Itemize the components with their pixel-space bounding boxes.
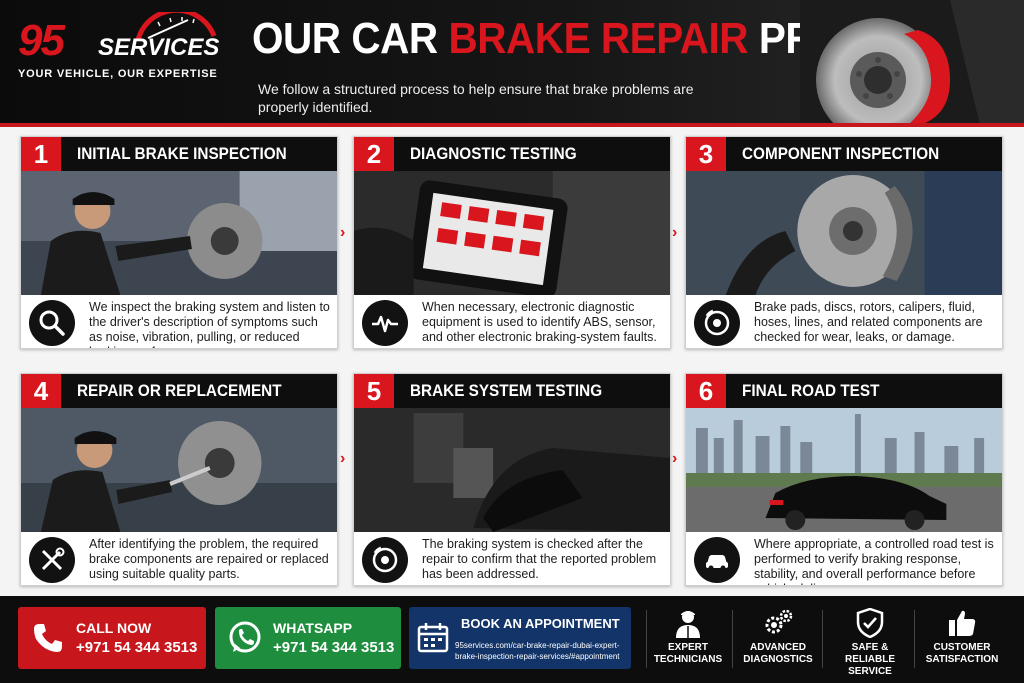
gears-icon	[765, 609, 793, 634]
car-road-test-image	[686, 408, 1002, 532]
calendar-icon	[417, 623, 449, 653]
step-description: Brake pads, discs, rotors, calipers, flu…	[754, 300, 983, 344]
step-title: DIAGNOSTIC TESTING	[410, 144, 577, 163]
step-card-5: 5 BRAKE SYSTEM TESTING The braking syste…	[353, 373, 671, 586]
call-number: +971 54 344 3513	[76, 639, 198, 656]
step-description: The braking system is checked after the …	[422, 537, 657, 581]
step-card-4: 4 REPAIR OR REPLACEMENT After identifyin…	[20, 373, 338, 586]
footer: CALL NOW +971 54 344 3513 WHATSAPP +971 …	[0, 596, 1024, 683]
magnifier-icon	[29, 300, 75, 346]
step-description: We inspect the braking system and listen…	[89, 300, 330, 348]
shield-check-icon	[856, 608, 884, 638]
car-icon	[694, 537, 740, 583]
whatsapp-icon	[229, 621, 261, 653]
step-number: 2	[354, 137, 394, 171]
step-number: 6	[686, 374, 726, 408]
brake-pedal-test-image	[354, 408, 670, 532]
step-title: COMPONENT INSPECTION	[742, 144, 940, 163]
step-number: 4	[21, 374, 61, 408]
step-card-3: 3 COMPONENT INSPECTION Brake pads, discs…	[685, 136, 1003, 349]
header: 95 SERVICES YOUR VEHICLE, OUR EXPERTISE …	[0, 0, 1024, 125]
step-description: After identifying the problem, the requi…	[89, 537, 329, 581]
book-appointment-button[interactable]: BOOK AN APPOINTMENT 95services.com/car-b…	[409, 607, 631, 669]
step-card-1: 1 INITIAL BRAKE INSPECTION We inspect th…	[20, 136, 338, 349]
brake-component-inspection-image	[686, 171, 1002, 295]
book-url[interactable]: 95services.com/car-brake-repair-dubai-ex…	[455, 641, 620, 661]
chevron-right-icon: ›	[340, 224, 346, 241]
brake-disc-icon	[694, 300, 740, 346]
step-number: 3	[686, 137, 726, 171]
technician-icon	[676, 611, 700, 638]
brake-disc-icon	[362, 537, 408, 583]
thumbs-up-icon	[949, 610, 976, 636]
step-number: 5	[354, 374, 394, 408]
tools-icon	[29, 537, 75, 583]
whatsapp-button[interactable]: WHATSAPP +971 54 344 3513	[215, 607, 401, 669]
logo-tagline: YOUR VEHICLE, OUR EXPERTISE	[18, 68, 218, 80]
step-number: 1	[21, 137, 61, 171]
call-label: CALL NOW	[76, 620, 152, 636]
logo: 95 SERVICES	[18, 12, 220, 87]
divider	[732, 610, 733, 668]
logo-wordmark: SERVICES	[98, 34, 220, 61]
book-label: BOOK AN APPOINTMENT	[461, 616, 620, 631]
brake-disc-caliper-image	[800, 0, 1024, 125]
mechanic-repairing-brake-image	[21, 408, 337, 532]
whatsapp-number: +971 54 344 3513	[273, 639, 395, 656]
step-title: FINAL ROAD TEST	[742, 381, 880, 400]
chevron-right-icon: ›	[340, 450, 346, 467]
header-divider	[0, 123, 1024, 127]
step-title: INITIAL BRAKE INSPECTION	[77, 144, 287, 163]
card-header: 3 COMPONENT INSPECTION	[686, 137, 1002, 171]
divider	[646, 610, 647, 668]
pulse-icon	[362, 300, 408, 346]
chevron-right-icon: ›	[672, 224, 678, 241]
whatsapp-label: WHATSAPP	[273, 620, 353, 636]
chevron-right-icon: ›	[672, 450, 678, 467]
divider	[914, 610, 915, 668]
logo-number: 95	[18, 16, 65, 65]
step-description: Where appropriate, a controlled road tes…	[754, 537, 994, 585]
card-header: 4 REPAIR OR REPLACEMENT	[21, 374, 337, 408]
card-header: 5 BRAKE SYSTEM TESTING	[354, 374, 670, 408]
step-card-2: 2 DIAGNOSTIC TESTING When necessary, ele…	[353, 136, 671, 349]
page-subtitle: We follow a structured process to help e…	[258, 81, 694, 115]
card-header: 2 DIAGNOSTIC TESTING	[354, 137, 670, 171]
card-header: 6 FINAL ROAD TEST	[686, 374, 1002, 408]
step-description: When necessary, electronic diagnostic eq…	[422, 300, 657, 344]
card-header: 1 INITIAL BRAKE INSPECTION	[21, 137, 337, 171]
phone-icon	[34, 624, 62, 652]
call-now-button[interactable]: CALL NOW +971 54 344 3513	[18, 607, 206, 669]
diagnostic-tablet-image	[354, 171, 670, 295]
speedometer-icon	[135, 12, 217, 41]
mechanic-inspecting-brake-image	[21, 171, 337, 295]
divider	[822, 610, 823, 668]
step-card-6: 6 FINAL ROAD TEST Where appropriate, a c…	[685, 373, 1003, 586]
step-title: BRAKE SYSTEM TESTING	[410, 381, 603, 400]
step-title: REPAIR OR REPLACEMENT	[77, 381, 282, 400]
